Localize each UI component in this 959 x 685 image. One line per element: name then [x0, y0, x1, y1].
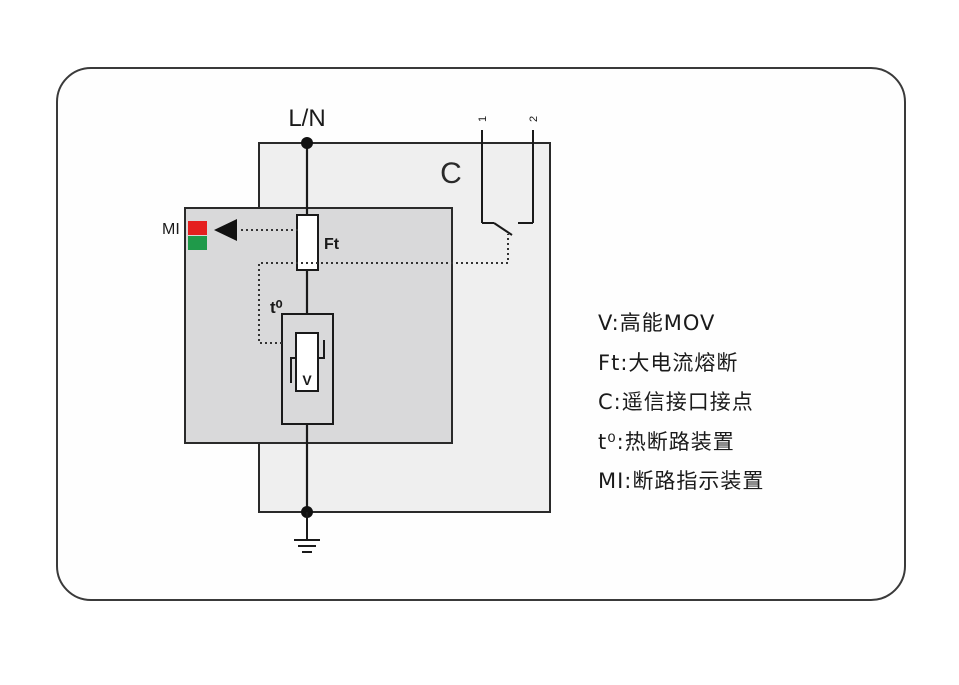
terminal-label: L/N — [288, 105, 325, 132]
thermal-link-line — [258, 234, 509, 344]
varistor-symbol — [295, 332, 319, 392]
legend: V:高能MOV Ft:大电流熔断 C:遥信接口接点 t⁰:热断路装置 MI:断路… — [598, 308, 764, 506]
legend-item-indicator: MI:断路指示装置 — [598, 469, 765, 493]
indicator-label: MI — [162, 221, 180, 238]
indicator-green — [188, 236, 207, 250]
legend-item-thermal: t⁰:热断路装置 — [598, 429, 735, 454]
contact-label-1: 1 — [477, 116, 489, 122]
indicator-red — [188, 221, 207, 235]
fuse-label: Ft — [324, 236, 340, 253]
legend-item-fuse: Ft:大电流熔断 — [598, 350, 739, 375]
varistor-curve-right — [317, 340, 325, 359]
varistor-label: V — [302, 372, 312, 388]
contact-label-2: 2 — [528, 116, 540, 122]
legend-item-varistor: V:高能MOV — [598, 311, 716, 335]
contact-switch-blade — [493, 222, 513, 236]
varistor-curve-left — [290, 357, 297, 383]
enclosure-label: C — [440, 157, 462, 190]
fuse-symbol — [296, 214, 319, 271]
legend-item-contact: C:遥信接口接点 — [598, 390, 754, 414]
top-terminal-dot — [301, 137, 313, 149]
thermal-label: t⁰ — [270, 298, 283, 317]
indicator-arrow — [214, 219, 237, 241]
